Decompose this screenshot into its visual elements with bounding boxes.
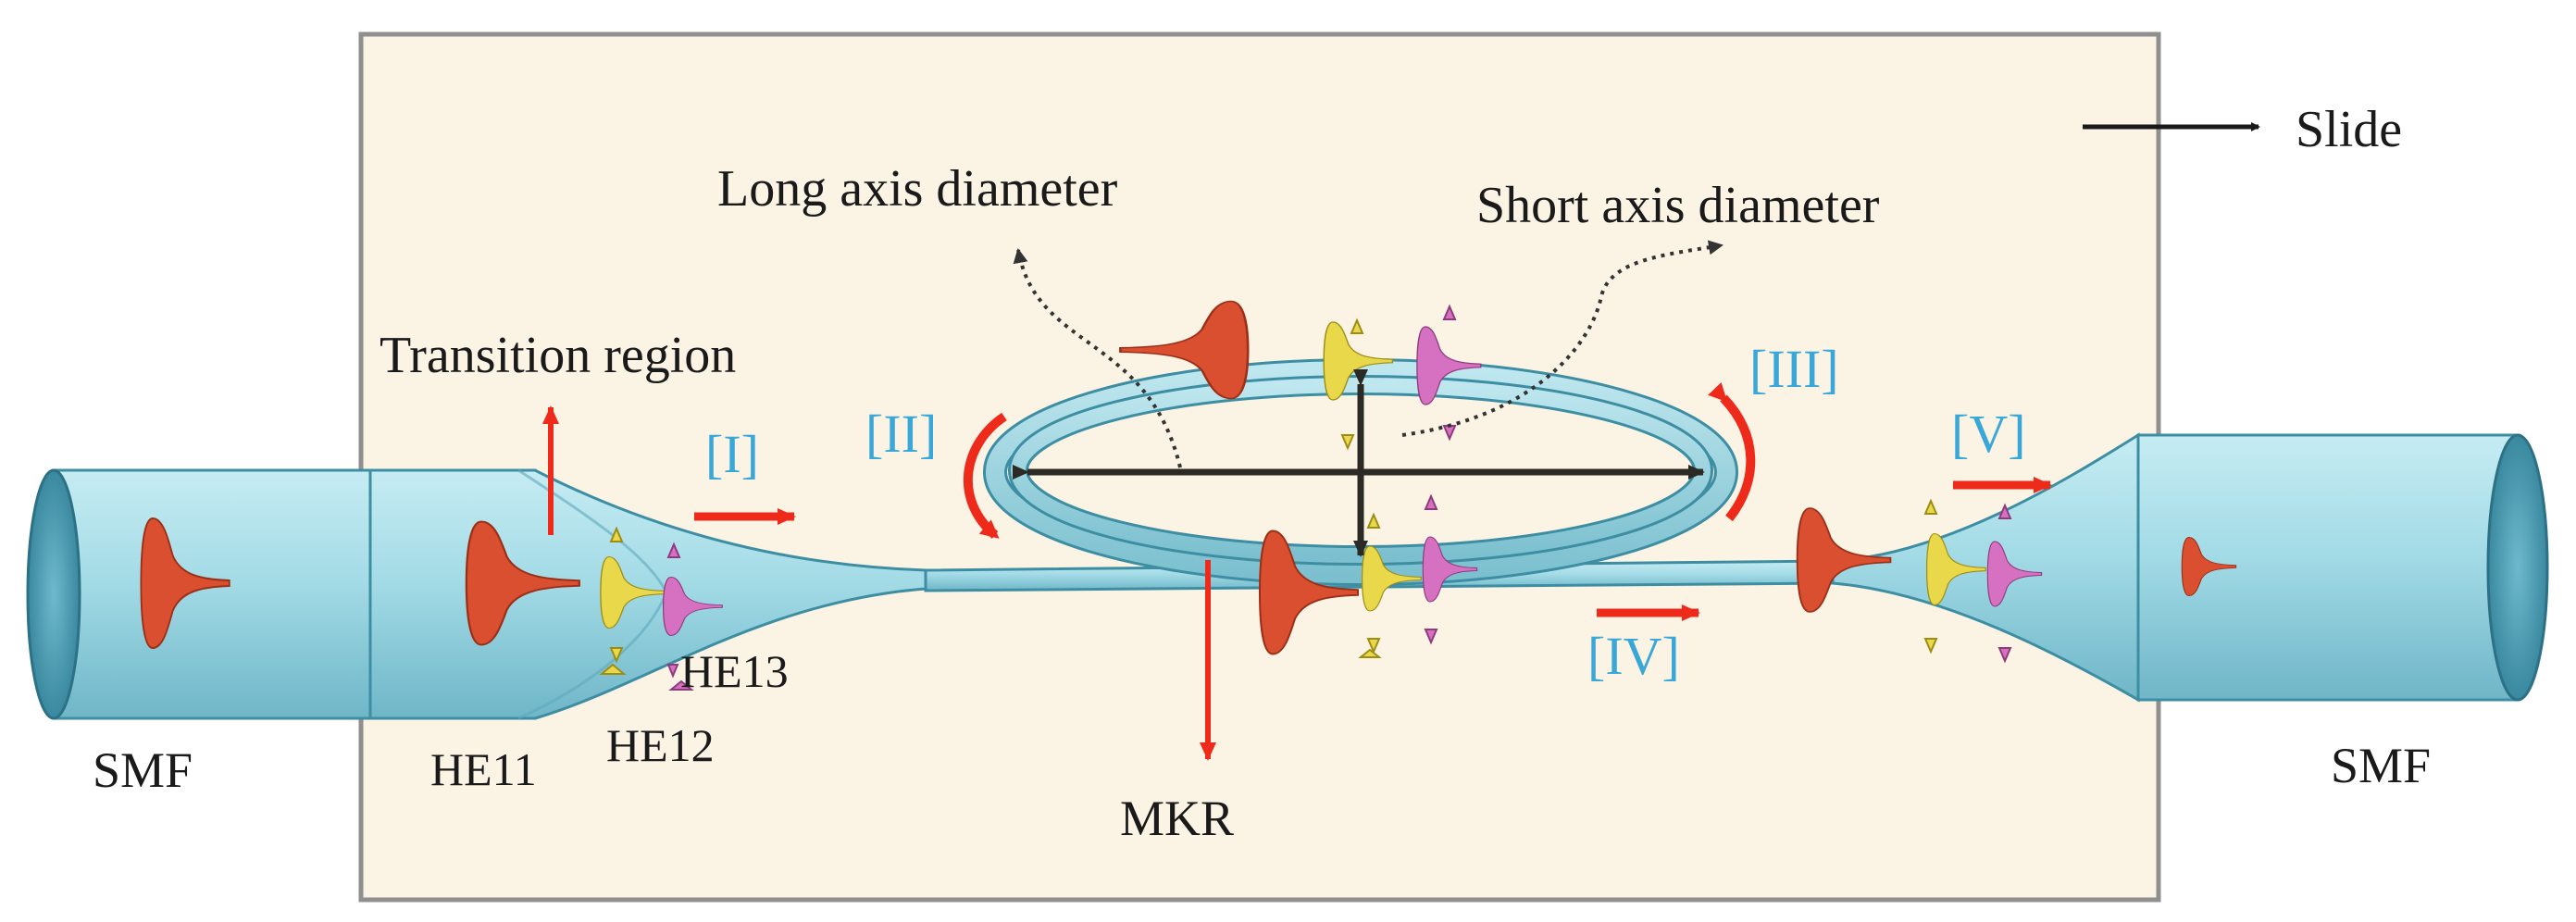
stage-ii-label: [II] [865, 404, 937, 464]
stage-ii-curve-arrow [963, 412, 1007, 539]
stage-iv-label: [IV] [1587, 626, 1680, 686]
he11-label: HE11 [430, 743, 537, 795]
long-axis-label: Long axis diameter [717, 160, 1118, 218]
mode-field-he12-mkr [1358, 512, 1422, 658]
transition-region-label: Transition region [380, 327, 736, 384]
stage-v-label: [V] [1951, 404, 2026, 464]
stage-iii-label: [III] [1749, 339, 1839, 399]
stage-i-label: [I] [705, 424, 759, 484]
mode-field-he13-left [662, 542, 723, 691]
mode-field-he13-mkr [1422, 493, 1478, 645]
smf-left-label: SMF [93, 742, 193, 798]
short-axis-callout [1401, 240, 1724, 437]
mode-field-he12-left [599, 526, 666, 675]
smf-right-label: SMF [2331, 738, 2431, 793]
long-axis-callout [1013, 248, 1182, 468]
mode-field-he12-top [1323, 318, 1394, 451]
slide-label: Slide [2296, 101, 2402, 158]
mkr-label: MKR [1120, 791, 1234, 846]
stage-iii-curve-arrow [1708, 381, 1756, 522]
mode-field-he12-right [1923, 498, 1986, 654]
short-axis-label: Short axis diameter [1476, 177, 1880, 234]
mode-field-he13-right [1986, 503, 2043, 664]
he13-label: HE13 [680, 645, 789, 697]
he12-label: HE12 [606, 719, 715, 771]
